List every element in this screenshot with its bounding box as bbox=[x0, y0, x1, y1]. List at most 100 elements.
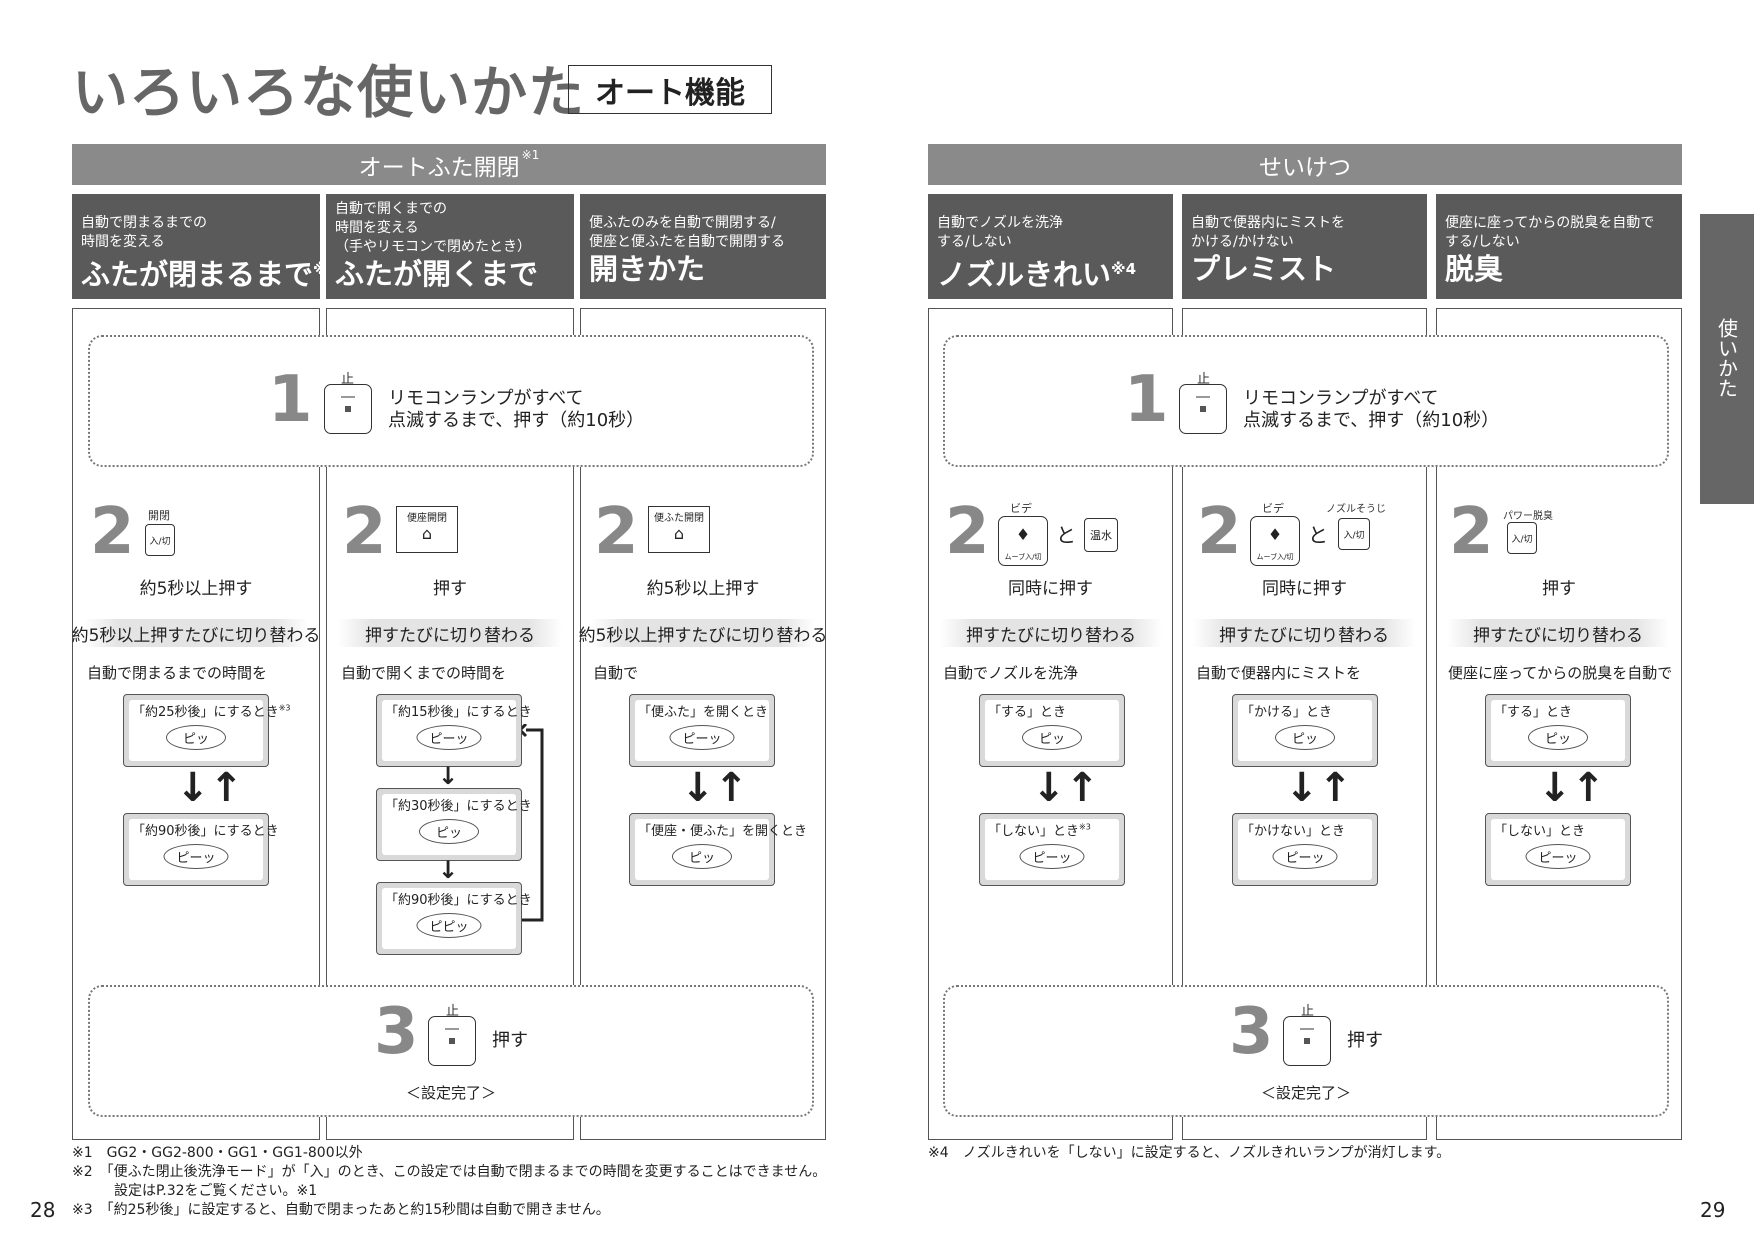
step2-number: 2 bbox=[1449, 495, 1494, 569]
stop-button-icon bbox=[1283, 1016, 1331, 1066]
step2-number: 2 bbox=[342, 495, 387, 569]
category-lid-open: 自動で開くまでの 時間を変える （手やリモコンで閉めたとき） ふたが開くまで bbox=[326, 194, 574, 299]
button-label: 開閉 bbox=[148, 509, 170, 522]
step1-number: 1 bbox=[1124, 363, 1169, 437]
nozzle-clean-button-icon: 入/切 bbox=[1338, 518, 1370, 550]
deodorize-button-icon: 入/切 bbox=[1507, 522, 1537, 554]
beep-bubble: ピッ bbox=[419, 819, 479, 844]
setting-description: 便座に座ってからの脱臭を自動で bbox=[1448, 664, 1673, 682]
category-lid-close: 自動で閉まるまでの 時間を変える ふたが閉まるまで※2 bbox=[72, 194, 320, 299]
beep-bubble: ピーッ bbox=[1019, 844, 1085, 869]
state-card: 「便ふた」を開くときピーッ bbox=[629, 694, 775, 767]
setting-description: 自動で便器内にミストを bbox=[1196, 664, 1362, 682]
step2-number: 2 bbox=[90, 495, 135, 569]
beep-bubble: ピッ bbox=[1022, 725, 1082, 750]
arrow-down-icon: ↓ bbox=[438, 856, 459, 884]
setting-complete: ＜設定完了＞ bbox=[405, 1084, 496, 1102]
beep-bubble: ピピッ bbox=[416, 913, 482, 938]
step2-number: 2 bbox=[1197, 495, 1242, 569]
footnote: ※2 「便ふた閉止後洗浄モード」が「入」のとき、この設定では自動で閉まるまでの時… bbox=[72, 1164, 827, 1180]
category-open-method: 便ふたのみを自動で開閉する/ 便座と便ふたを自動で開閉する 開きかた bbox=[580, 194, 826, 299]
section-header-auto-lid: オートふた開閉※1 bbox=[72, 144, 826, 185]
stop-label: 止 bbox=[1301, 1004, 1315, 1019]
arrow-down-icon: ↓ bbox=[438, 762, 459, 790]
step3-number: 3 bbox=[1229, 995, 1274, 1069]
beep-bubble: ピッ bbox=[1528, 725, 1588, 750]
footnote: ※4 ノズルきれいを「しない」に設定すると、ノズルきれいランプが消灯します。 bbox=[928, 1145, 1451, 1161]
section-header-clean: せいけつ bbox=[928, 144, 1682, 185]
beep-bubble: ピーッ bbox=[669, 725, 735, 750]
toggle-arrows-icon: ↓↑ bbox=[1538, 765, 1606, 811]
step2-number: 2 bbox=[945, 495, 990, 569]
loop-arrow-icon bbox=[522, 724, 544, 922]
setting-description: 自動で閉まるまでの時間を bbox=[87, 664, 268, 682]
step1-text-line2: 点滅するまで、押す（約10秒） bbox=[388, 410, 645, 431]
lid-open-close-button-icon: 便ふた開閉⌂ bbox=[648, 506, 710, 553]
toggle-band: 押すたびに切り替わる bbox=[940, 619, 1162, 647]
page-title: いろいろな使いかた bbox=[72, 61, 585, 126]
column-open-method bbox=[580, 308, 826, 1140]
footnote: ※3 「約25秒後」に設定すると、自動で閉まったあと約15秒間は自動で開きません… bbox=[72, 1202, 610, 1218]
step1-text-line1: リモコンランプがすべて bbox=[388, 388, 584, 409]
beep-bubble: ピッ bbox=[1275, 725, 1335, 750]
setting-description: 自動で bbox=[593, 664, 639, 682]
state-card: 「する」ときピッ bbox=[979, 694, 1125, 767]
state-card: 「約90秒後」にするときピピッ bbox=[376, 882, 532, 955]
page-badge: オート機能 bbox=[568, 65, 772, 114]
state-card: 「する」ときピッ bbox=[1485, 694, 1631, 767]
toggle-arrows-icon: ↓↑ bbox=[681, 765, 749, 811]
toggle-arrows-icon: ↓↑ bbox=[1032, 765, 1100, 811]
toggle-band: 押すたびに切り替わる bbox=[1193, 619, 1415, 647]
side-tab: 使いかた bbox=[1700, 214, 1754, 504]
toggle-arrows-icon: ↓↑ bbox=[176, 765, 244, 811]
setting-description: 自動でノズルを洗浄 bbox=[943, 664, 1079, 682]
nozzle-clean-label: ノズルそうじ bbox=[1326, 504, 1386, 515]
bidet-button-icon: ♦ムーブ入/切 bbox=[998, 516, 1048, 566]
toggle-band: 約5秒以上押すたびに切り替わる bbox=[579, 619, 827, 647]
step2-action: 同時に押す bbox=[1008, 579, 1093, 599]
step2-action: 押す bbox=[1542, 579, 1576, 599]
page-number: 29 bbox=[1700, 1198, 1726, 1222]
state-card: 「約15秒後」にするときピーッ bbox=[376, 694, 532, 767]
stop-label: 止 bbox=[341, 372, 355, 387]
beep-bubble: ピッ bbox=[166, 725, 226, 750]
state-card: 「しない」ときピーッ bbox=[1485, 813, 1631, 886]
step3-number: 3 bbox=[374, 995, 419, 1069]
step1-text-line2: 点滅するまで、押す（約10秒） bbox=[1243, 410, 1500, 431]
bidet-label: ビデ bbox=[1010, 502, 1032, 515]
step3-text: 押す bbox=[1347, 1030, 1383, 1051]
column-lid-open bbox=[326, 308, 574, 1140]
step2-action: 同時に押す bbox=[1262, 579, 1347, 599]
stop-button-icon bbox=[1179, 384, 1227, 434]
column-lid-close bbox=[72, 308, 320, 1140]
beep-bubble: ピーッ bbox=[1525, 844, 1591, 869]
footnote: ※1 GG2・GG2-800・GG1・GG1-800以外 bbox=[72, 1145, 363, 1161]
page-number: 28 bbox=[30, 1198, 56, 1222]
state-card: 「約30秒後」にするときピッ bbox=[376, 788, 532, 861]
column-deodorize bbox=[1436, 308, 1682, 1140]
setting-description: 自動で開くまでの時間を bbox=[341, 664, 507, 682]
step2-action: 押す bbox=[433, 579, 467, 599]
column-nozzle-clean bbox=[928, 308, 1173, 1140]
seat-open-close-button-icon: 便座開閉⌂ bbox=[396, 506, 458, 553]
step2-number: 2 bbox=[594, 495, 639, 569]
stop-button-icon bbox=[324, 384, 372, 434]
step1-text-line1: リモコンランプがすべて bbox=[1243, 388, 1439, 409]
column-premist bbox=[1182, 308, 1427, 1140]
step1-box bbox=[88, 335, 814, 467]
setting-complete: ＜設定完了＞ bbox=[1260, 1084, 1351, 1102]
step3-text: 押す bbox=[492, 1030, 528, 1051]
state-card: 「便座・便ふた」を開くときピッ bbox=[629, 813, 807, 886]
stop-label: 止 bbox=[1197, 372, 1211, 387]
and-label: と bbox=[1056, 523, 1076, 547]
power-deodorize-label: パワー脱臭 bbox=[1503, 511, 1553, 522]
and-label: と bbox=[1308, 523, 1328, 547]
state-card: 「かけない」ときピーッ bbox=[1232, 813, 1378, 886]
beep-bubble: ピーッ bbox=[1272, 844, 1338, 869]
category-nozzle-clean: 自動でノズルを洗浄 する/しない ノズルきれい※4 bbox=[928, 194, 1173, 299]
state-card: 「約90秒後」にするときピーッ bbox=[123, 813, 279, 886]
stop-button-icon bbox=[428, 1016, 476, 1066]
category-deodorize: 便座に座ってからの脱臭を自動で する/しない 脱臭 bbox=[1436, 194, 1682, 299]
